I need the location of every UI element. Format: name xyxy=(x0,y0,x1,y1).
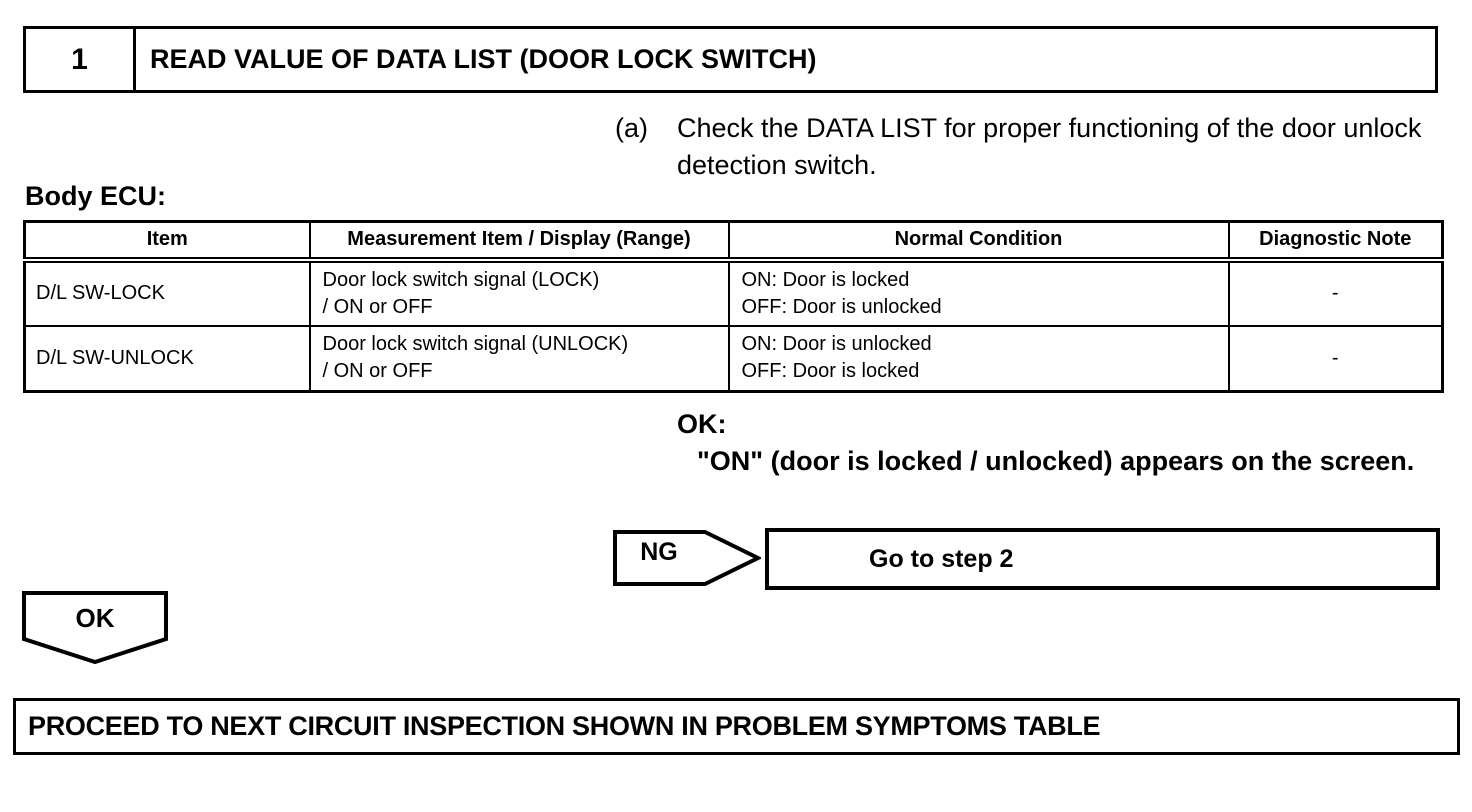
footer-directive-text: PROCEED TO NEXT CIRCUIT INSPECTION SHOWN… xyxy=(28,711,1101,741)
ok-branch-label: OK xyxy=(75,603,115,633)
footer-directive-box: PROCEED TO NEXT CIRCUIT INSPECTION SHOWN… xyxy=(13,698,1460,755)
ok-pentagon-icon xyxy=(22,591,168,665)
cell-measurement: Door lock switch signal (LOCK) / ON or O… xyxy=(308,258,730,327)
step-number: 1 xyxy=(26,29,136,90)
column-header-measurement: Measurement Item / Display (Range) xyxy=(308,220,730,263)
ng-arrow-icon xyxy=(613,530,761,586)
cell-diagnostic-note: - xyxy=(1227,324,1444,393)
cell-normal-condition: ON: Door is unlocked OFF: Door is locked xyxy=(727,324,1230,393)
cell-normal-condition: ON: Door is locked OFF: Door is unlocked xyxy=(727,258,1230,327)
table-header-row: Item Measurement Item / Display (Range) … xyxy=(23,220,1444,263)
column-header-item: Item xyxy=(23,220,311,263)
instruction-marker: (a) xyxy=(615,113,648,143)
goto-step-text: Go to step 2 xyxy=(869,544,1014,573)
cell-item: D/L SW-UNLOCK xyxy=(23,324,311,393)
goto-step-box: Go to step 2 xyxy=(765,528,1440,590)
ok-criterion-label: OK: xyxy=(677,409,727,439)
instruction-paragraph: (a) Check the DATA LIST for proper funct… xyxy=(615,110,1435,184)
column-header-diagnostic-note: Diagnostic Note xyxy=(1227,220,1444,263)
cell-diagnostic-note: - xyxy=(1227,258,1444,327)
table-caption: Body ECU: xyxy=(25,181,166,211)
table-row: D/L SW-UNLOCK Door lock switch signal (U… xyxy=(23,324,1444,393)
table-row: D/L SW-LOCK Door lock switch signal (LOC… xyxy=(23,258,1444,327)
step-header: 1 READ VALUE OF DATA LIST (DOOR LOCK SWI… xyxy=(23,26,1438,93)
step-title: READ VALUE OF DATA LIST (DOOR LOCK SWITC… xyxy=(150,44,817,74)
ng-branch-label: NG xyxy=(640,538,678,566)
column-header-normal-condition: Normal Condition xyxy=(727,220,1230,263)
data-list-table: Item Measurement Item / Display (Range) … xyxy=(23,220,1444,393)
ok-criterion-text: "ON" (door is locked / unlocked) appears… xyxy=(697,446,1415,476)
cell-measurement: Door lock switch signal (UNLOCK) / ON or… xyxy=(308,324,730,393)
cell-item: D/L SW-LOCK xyxy=(23,258,311,327)
instruction-text: Check the DATA LIST for proper functioni… xyxy=(677,113,1422,180)
